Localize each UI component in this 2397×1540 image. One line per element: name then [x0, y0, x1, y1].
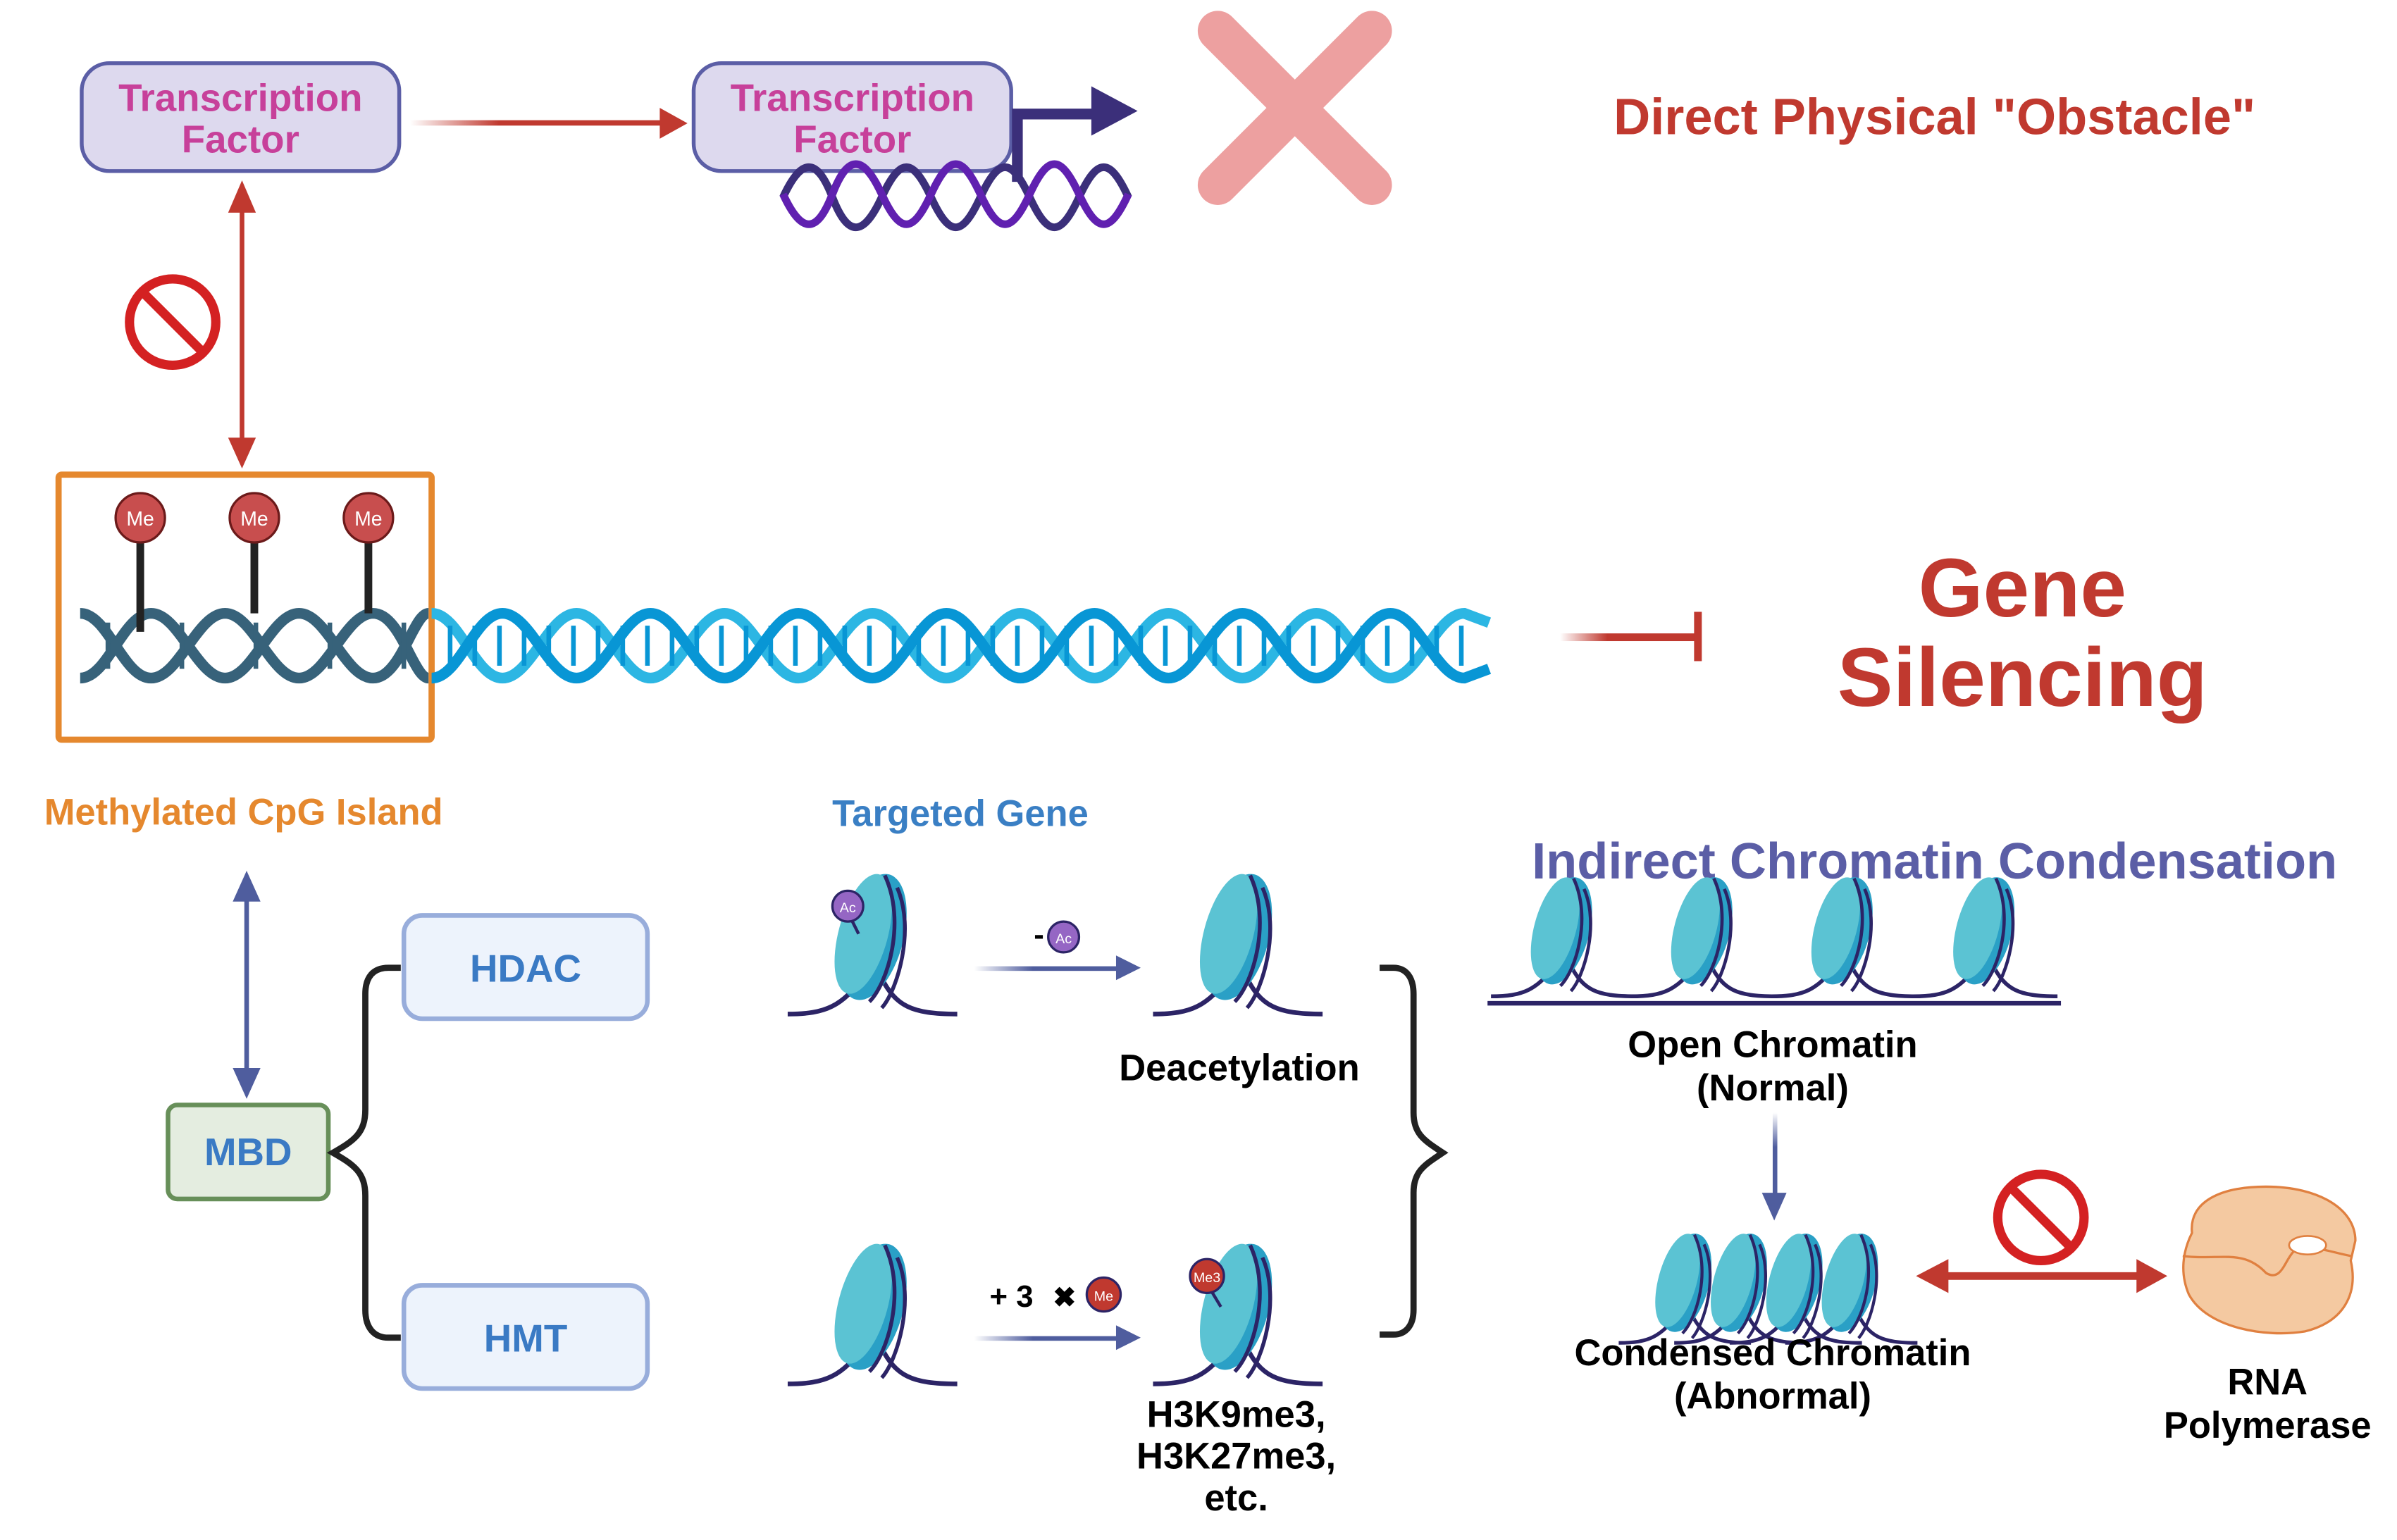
histone-marks-line2: H3K27me3,: [1136, 1436, 1336, 1477]
me3-tag-label: Me3: [1194, 1270, 1220, 1286]
condensed-chromatin-line2: (Abnormal): [1674, 1375, 1871, 1417]
tf-left-line1: Transcription: [118, 76, 362, 120]
gene-silencing-line1: Gene: [1919, 542, 2126, 635]
minus-sign: -: [1034, 917, 1044, 952]
condensation-arrow: [1761, 1112, 1787, 1221]
cpg-island-frame: [55, 471, 435, 743]
blocked-x-icon: [1197, 11, 1392, 205]
cpg-island-label: Methylated CpG Island: [44, 791, 443, 833]
histone-marks-line1: H3K9me3,: [1147, 1394, 1326, 1436]
hdac-label: HDAC: [470, 946, 581, 990]
hmt-box: HMT: [401, 1283, 650, 1391]
hmt-label: HMT: [484, 1316, 567, 1360]
combine-brace: [1380, 964, 1449, 1338]
tf-left-line2: Factor: [182, 118, 299, 161]
promoter-dna-icon: [779, 160, 1132, 232]
recruitment-brace: [326, 964, 401, 1341]
tf-right-line1: Transcription: [731, 76, 974, 120]
acetylated-nucleosome-icon: Ac: [788, 867, 958, 1014]
methyl-tag-label: Me: [126, 508, 154, 530]
gene-silencing-line2: Silencing: [1838, 631, 2207, 724]
tf-left-box: Transcription Factor: [80, 61, 402, 173]
targeted-gene-dna-icon: [431, 607, 1492, 684]
ac-removed-label: Ac: [1055, 931, 1072, 947]
methyl-tag-2: Me: [228, 492, 280, 614]
trimethylated-nucleosome-icon: Me3: [1153, 1236, 1323, 1384]
hdac-box: HDAC: [401, 913, 650, 1022]
no-binding-icon: [125, 274, 221, 371]
direct-obstacle-title: Direct Physical "Obstacle": [1614, 89, 2255, 145]
inhibition-arrow: [1560, 611, 1702, 662]
methyl-tag-3: Me: [342, 492, 395, 614]
rna-polymerase-line1: RNA: [2227, 1362, 2308, 1403]
methylation-arrow: + 3 ✖ Me: [974, 1276, 1141, 1350]
me-tag-label: Me: [1094, 1288, 1113, 1304]
polymerase-access-double-arrow: [1916, 1259, 2168, 1293]
mbd-label: MBD: [204, 1130, 292, 1174]
ac-tag-label: Ac: [840, 900, 856, 916]
methylated-dna-icon: [79, 607, 431, 684]
tf-to-cpg-double-arrow: [228, 180, 256, 469]
cpg-mbd-double-arrow: [233, 870, 261, 1099]
methyl-tag-label: Me: [354, 508, 382, 530]
deacetylation-label: Deacetylation: [1119, 1047, 1359, 1088]
rna-polymerase-icon: [2182, 1185, 2357, 1335]
deacetylation-arrow: - Ac: [974, 917, 1141, 981]
methyl-tag-label: Me: [240, 508, 268, 530]
histone-marks-line3: etc.: [1204, 1477, 1268, 1519]
methyl-tag-1: Me: [114, 492, 166, 632]
plus-three-label: + 3: [990, 1279, 1034, 1314]
mbd-box: MBD: [166, 1103, 331, 1202]
deacetylated-nucleosome-icon: [1153, 867, 1323, 1014]
no-access-icon: [1993, 1169, 2089, 1265]
tf-right-line2: Factor: [793, 118, 911, 161]
open-chromatin-icon: [1487, 871, 2062, 1006]
tf-binding-arrow: [409, 108, 688, 139]
promoter-arrow-icon: [1012, 86, 1138, 182]
open-chromatin-line1: Open Chromatin: [1628, 1024, 1917, 1066]
targeted-gene-label: Targeted Gene: [832, 793, 1089, 835]
condensed-chromatin-line1: Condensed Chromatin: [1574, 1332, 1971, 1374]
unmodified-nucleosome-icon: [788, 1236, 958, 1384]
open-chromatin-line2: (Normal): [1697, 1067, 1849, 1109]
rna-polymerase-line2: Polymerase: [2164, 1405, 2372, 1446]
times-icon: ✖: [1053, 1282, 1076, 1313]
tf-right-box: Transcription Factor: [691, 61, 1013, 173]
condensed-chromatin-icon: [1618, 1228, 1917, 1343]
indirect-title: Indirect Chromatin Condensation: [1532, 833, 2337, 890]
